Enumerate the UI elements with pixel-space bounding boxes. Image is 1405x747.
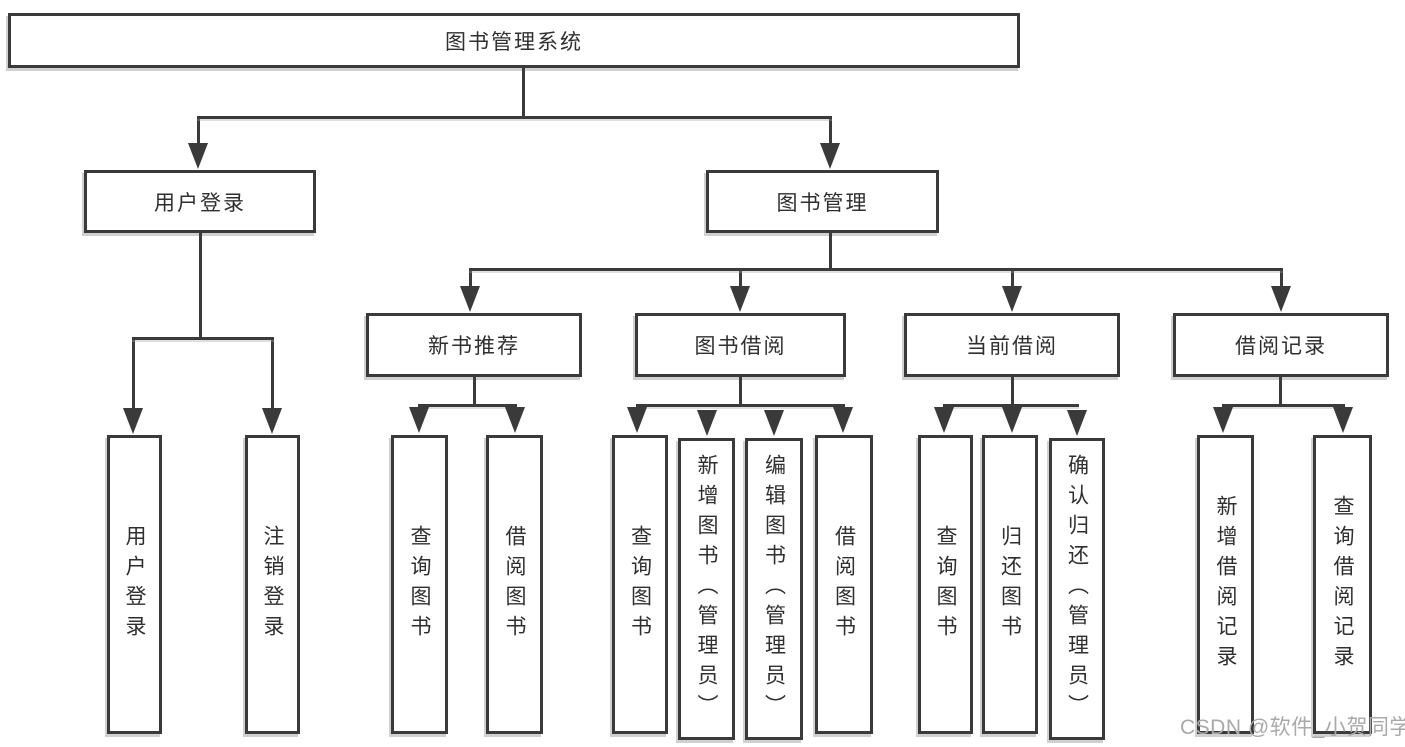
leaf-logout-label: 注销登录 xyxy=(261,524,284,645)
connector-borrow-records-stem xyxy=(1279,377,1282,406)
arrowhead-to-user-login xyxy=(188,143,208,169)
leaf-current-query-label: 查询图书 xyxy=(934,524,957,645)
rail-book-borrow-children xyxy=(636,404,845,407)
leaf-logout: 注销登录 xyxy=(245,435,300,734)
node-user-login: 用户登录 xyxy=(84,170,316,233)
connector-drop-book-management xyxy=(829,117,832,145)
arrowhead-to-leaf-borrow-edit xyxy=(764,410,784,436)
rail-current-borrow-children xyxy=(943,404,1079,407)
connector-drop-new-book-recommend xyxy=(469,268,472,288)
leaf-current-return-label: 归还图书 xyxy=(998,524,1022,645)
node-user-login-label: 用户登录 xyxy=(154,191,246,215)
node-book-management: 图书管理 xyxy=(706,170,939,233)
rail-root-children xyxy=(197,116,832,119)
arrowhead-to-leaf-current-return xyxy=(1002,407,1022,433)
leaf-newbook-borrow: 借阅图书 xyxy=(486,435,543,734)
leaf-borrow-edit-admin-label: 编辑图书（管理员） xyxy=(762,454,786,724)
connector-drop-leaf-logout xyxy=(271,337,274,409)
connector-book-borrow-stem xyxy=(739,377,742,406)
leaf-borrow-borrow: 借阅图书 xyxy=(815,435,873,734)
leaf-records-add: 新增借阅记录 xyxy=(1197,435,1254,734)
node-current-borrow-label: 当前借阅 xyxy=(966,335,1058,358)
leaf-borrow-add-admin-label: 新增图书（管理员） xyxy=(695,454,718,724)
arrowhead-to-leaf-current-query xyxy=(934,407,954,433)
arrowhead-to-leaf-newbook-borrow xyxy=(505,407,525,433)
node-borrow-records: 借阅记录 xyxy=(1173,313,1389,377)
node-new-book-recommend: 新书推荐 xyxy=(366,313,582,377)
arrowhead-to-leaf-borrow-add xyxy=(697,410,717,436)
connector-user-login-stem xyxy=(199,233,202,339)
leaf-borrow-query-label: 查询图书 xyxy=(628,524,652,645)
leaf-user-login: 用户登录 xyxy=(107,435,162,734)
node-root-label: 图书管理系统 xyxy=(445,30,583,54)
leaf-user-login-label: 用户登录 xyxy=(123,524,146,645)
leaf-current-confirm-admin-label: 确认归还（管理员） xyxy=(1065,454,1089,724)
node-borrow-records-label: 借阅记录 xyxy=(1235,335,1327,358)
arrowhead-to-leaf-user-login xyxy=(123,408,143,434)
connector-current-borrow-stem xyxy=(1011,377,1014,406)
arrowhead-to-leaf-newbook-query xyxy=(409,407,429,433)
leaf-current-query: 查询图书 xyxy=(918,435,973,734)
connector-new-book-recommend-stem xyxy=(473,377,476,406)
rail-new-book-recommend-children xyxy=(418,404,517,407)
leaf-borrow-query: 查询图书 xyxy=(612,435,668,734)
arrowhead-to-new-book-recommend xyxy=(460,286,480,312)
node-book-borrow-label: 图书借阅 xyxy=(694,335,787,358)
leaf-newbook-query: 查询图书 xyxy=(391,435,448,734)
rail-book-management-children xyxy=(469,268,1283,271)
rail-borrow-records-children xyxy=(1222,404,1345,407)
arrowhead-to-borrow-records xyxy=(1271,286,1291,312)
node-book-borrow: 图书借阅 xyxy=(635,313,846,377)
node-book-management-label: 图书管理 xyxy=(776,191,869,215)
connector-root-stem xyxy=(522,68,525,118)
connector-drop-book-borrow xyxy=(739,268,742,288)
node-new-book-recommend-label: 新书推荐 xyxy=(428,335,520,358)
arrowhead-to-current-borrow xyxy=(1002,286,1022,312)
rail-user-login-children xyxy=(132,337,274,340)
node-current-borrow: 当前借阅 xyxy=(904,313,1120,377)
leaf-current-confirm-admin: 确认归还（管理员） xyxy=(1049,438,1105,740)
node-root: 图书管理系统 xyxy=(8,13,1020,68)
arrowhead-to-book-management xyxy=(820,143,840,169)
connector-book-management-stem xyxy=(829,233,832,270)
leaf-newbook-query-label: 查询图书 xyxy=(408,524,431,645)
arrowhead-to-leaf-records-query xyxy=(1333,407,1353,433)
leaf-borrow-add-admin: 新增图书（管理员） xyxy=(678,438,735,740)
leaf-records-add-label: 新增借阅记录 xyxy=(1214,494,1237,675)
arrowhead-to-leaf-records-add xyxy=(1213,407,1233,433)
leaf-records-query: 查询借阅记录 xyxy=(1313,435,1372,734)
leaf-borrow-edit-admin: 编辑图书（管理员） xyxy=(745,438,803,740)
arrowhead-to-leaf-current-confirm xyxy=(1067,410,1087,436)
leaf-newbook-borrow-label: 借阅图书 xyxy=(503,524,526,645)
arrowhead-to-book-borrow xyxy=(730,286,750,312)
watermark: CSDN @软件_小贺同学 xyxy=(1180,716,1405,739)
connector-drop-user-login xyxy=(197,117,200,145)
arrowhead-to-leaf-logout xyxy=(262,408,282,434)
connector-drop-current-borrow xyxy=(1011,268,1014,288)
leaf-records-query-label: 查询借阅记录 xyxy=(1331,494,1354,675)
connector-drop-leaf-user-login xyxy=(132,337,135,409)
arrowhead-to-leaf-borrow-borrow xyxy=(833,407,853,433)
leaf-current-return: 归还图书 xyxy=(982,435,1038,734)
leaf-borrow-borrow-label: 借阅图书 xyxy=(832,524,856,645)
arrowhead-to-leaf-borrow-query xyxy=(627,407,647,433)
connector-drop-borrow-records xyxy=(1280,268,1283,288)
